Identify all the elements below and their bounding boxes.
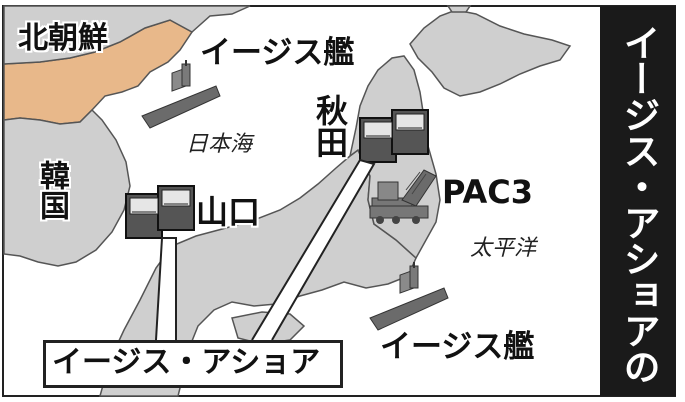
label-site-yamaguchi: 山口 <box>196 193 261 231</box>
continent-landmass <box>3 5 251 65</box>
label-south-korea: 韓国 <box>34 160 69 220</box>
aegis-ship-north-icon <box>141 60 221 129</box>
title-panel <box>600 6 676 396</box>
sakhalin-landmass <box>446 5 472 13</box>
label-aegis-ship-south: イージス艦 <box>380 329 535 365</box>
label-aegis-ship-north: イージス艦 <box>200 35 355 71</box>
pac3-launcher-icon <box>369 169 437 224</box>
aegis-ship-south-icon <box>369 262 449 331</box>
legend-box <box>43 340 343 388</box>
label-pacific-ocean: 太平洋 <box>470 236 537 261</box>
label-site-akita: 秋田 <box>311 94 349 158</box>
callout-line-yamaguchi <box>155 237 177 341</box>
label-pac3: PAC3 <box>442 173 534 211</box>
label-sea-of-japan: 日本海 <box>186 132 253 157</box>
callout-line-akita <box>251 158 376 341</box>
page-title: イージス・アショアの配備候補地 <box>541 24 660 384</box>
legend-label: イージス・アショア <box>52 345 321 380</box>
south-korea-landmass <box>3 108 131 267</box>
aegis-ashore-yamaguchi-icon <box>125 185 195 239</box>
label-north-korea: 北朝鮮 <box>18 21 108 56</box>
aegis-ashore-akita-icon <box>359 109 429 163</box>
